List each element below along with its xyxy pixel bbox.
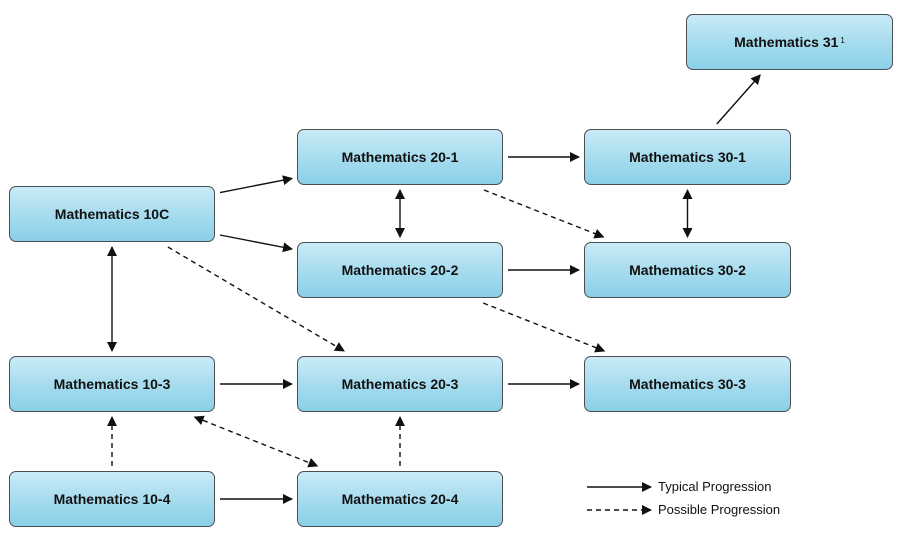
arrow-m10c-to-m20-2 (219, 234, 293, 253)
arrow-m20-1-to-m30-2 (483, 189, 605, 239)
arrow-m10c-to-m20-3 (167, 246, 345, 352)
node-mathematics-20-3: Mathematics 20-3 (297, 356, 503, 412)
node-mathematics-30-3: Mathematics 30-3 (584, 356, 791, 412)
node-mathematics-20-2: Mathematics 20-2 (297, 242, 503, 298)
footnote-marker: 1 (840, 35, 845, 45)
node-label: Mathematics 30-3 (629, 376, 746, 392)
node-label: Mathematics 30-2 (629, 262, 746, 278)
node-mathematics-30-2: Mathematics 30-2 (584, 242, 791, 298)
node-label: Mathematics 20-1 (341, 149, 459, 165)
node-label: Mathematics 10-4 (53, 491, 171, 507)
legend-possible-label: Possible Progression (658, 502, 781, 517)
arrow-m30-1-to-m31 (716, 74, 761, 125)
node-label: Mathematics 30-1 (629, 149, 746, 165)
arrow-m10-3-to-m20-4 (193, 415, 319, 468)
node-mathematics-10c: Mathematics 10C (9, 186, 215, 242)
legend-typical-label: Typical Progression (658, 479, 772, 494)
node-mathematics-30-1: Mathematics 30-1 (584, 129, 791, 185)
node-mathematics-10-3: Mathematics 10-3 (9, 356, 215, 412)
node-mathematics-20-1: Mathematics 20-1 (297, 129, 503, 185)
arrow-m20-2-to-m30-3 (482, 302, 606, 353)
node-label: Mathematics 20-4 (341, 491, 459, 507)
arrow-m10c-to-m20-1 (219, 175, 293, 194)
node-label: Mathematics 10C (54, 206, 170, 222)
node-mathematics-10-4: Mathematics 10-4 (9, 471, 215, 527)
node-mathematics-20-4: Mathematics 20-4 (297, 471, 503, 527)
node-label: Mathematics 20-3 (341, 376, 459, 392)
node-label: Mathematics 20-2 (341, 262, 459, 278)
node-label: Mathematics 10-3 (53, 376, 171, 392)
node-label: Mathematics 31 (734, 34, 839, 50)
